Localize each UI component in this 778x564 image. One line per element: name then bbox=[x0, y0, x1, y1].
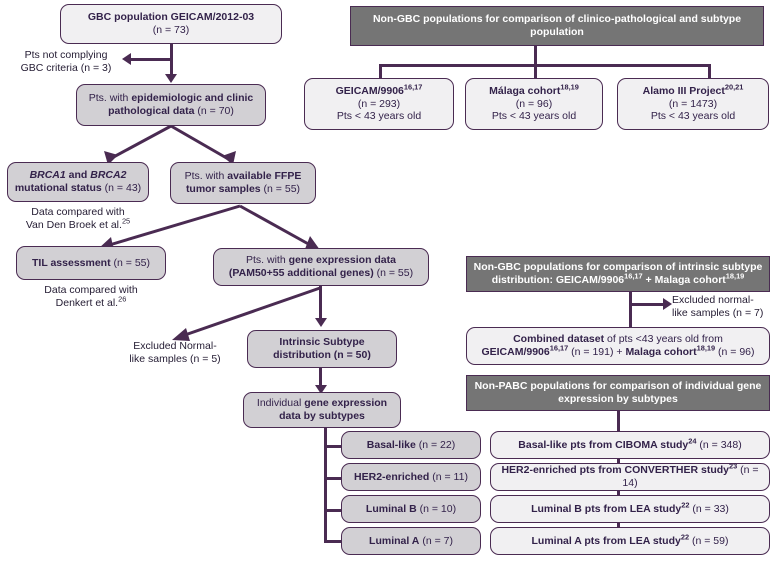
study-text-1: HER2-enriched pts from CONVERTHER study bbox=[501, 464, 729, 477]
cohort-name-2: Alamo III Project bbox=[642, 84, 725, 97]
box-cohort-geicam9906: GEICAM/990616,17 (n = 293) Pts < 43 year… bbox=[304, 78, 454, 130]
subtype-n-1: (n = 11) bbox=[432, 470, 468, 483]
study-n-1: (n = 14) bbox=[622, 464, 759, 489]
header-non-pabc-text: Non-PABC populations for comparison of i… bbox=[474, 379, 762, 405]
box-gbc-population-text: GBC population GEICAM/2012-03(n = 73) bbox=[87, 11, 255, 36]
box-subtype-her2-enriched: HER2-enriched (n = 11) bbox=[341, 463, 481, 491]
box-combined-dataset: Combined dataset of pts <43 years old fr… bbox=[466, 327, 770, 365]
study-n-0: (n = 348) bbox=[699, 438, 742, 451]
connector-cohorts-horizontal bbox=[379, 64, 710, 67]
study-text-0: Basal-like pts from CIBOMA study bbox=[518, 438, 689, 451]
connector-cohort-geicam bbox=[379, 64, 382, 80]
bracket-stub-her2 bbox=[324, 477, 341, 480]
bracket-subtypes-vertical bbox=[324, 428, 327, 541]
arrowhead-intrinsic-to-individual bbox=[314, 385, 327, 394]
note-excluded-normal-like: Excluded Normal-like samples (n = 5) bbox=[129, 340, 221, 366]
box-gbc-population: GBC population GEICAM/2012-03(n = 73) bbox=[60, 4, 282, 44]
subtype-label-3: Luminal A bbox=[369, 534, 420, 547]
connector-intrinsic-to-individual bbox=[319, 368, 322, 388]
arrowhead-geneexpr-to-intrinsic bbox=[314, 318, 327, 327]
cohort-age-2: Pts < 43 years old bbox=[650, 110, 736, 123]
connector-geneexpr-excluded bbox=[172, 286, 321, 341]
arrowhead-excluded-criteria bbox=[122, 52, 131, 65]
connector-intrinsic-header-down bbox=[629, 292, 632, 328]
note-excluded-normal-like-7: Excluded normal-like samples (n = 7) bbox=[672, 294, 764, 320]
box-gene-expression-data-text: Pts. with gene expression data(PAM50+55 … bbox=[228, 254, 414, 279]
box-subtype-luminal-b: Luminal B (n = 10) bbox=[341, 495, 481, 523]
header-non-gbc-clinicopathological: Non-GBC populations for comparison of cl… bbox=[350, 6, 764, 46]
study-ref-3: 22 bbox=[680, 532, 690, 542]
box-cohort-malaga: Málaga cohort18,19 (n = 96) Pts < 43 yea… bbox=[465, 78, 603, 130]
connector-excluded-criteria bbox=[131, 58, 171, 61]
connector-cohort-malaga bbox=[534, 64, 537, 80]
study-text-2: Luminal B pts from LEA study bbox=[531, 502, 682, 515]
box-study-lea-luminal-b: Luminal B pts from LEA study22 (n = 33) bbox=[490, 495, 770, 523]
box-gene-expression-data: Pts. with gene expression data(PAM50+55 … bbox=[213, 248, 429, 286]
subtype-label-1: HER2-enriched bbox=[354, 470, 430, 483]
box-cohort-alamo-iii: Alamo III Project20,21 (n = 1473) Pts < … bbox=[617, 78, 769, 130]
cohort-age-0: Pts < 43 years old bbox=[336, 110, 422, 123]
cohort-name-0: GEICAM/9906 bbox=[335, 84, 404, 97]
subtype-n-0: (n = 22) bbox=[418, 438, 456, 451]
box-til-assessment-text: TIL assessment (n = 55) bbox=[31, 256, 150, 269]
connector-cohort-alamo bbox=[708, 64, 711, 80]
bracket-stub-basal bbox=[324, 445, 341, 448]
subtype-n-3: (n = 7) bbox=[422, 534, 453, 547]
connector-geneexpr-to-intrinsic bbox=[319, 286, 322, 320]
box-subtype-luminal-a: Luminal A (n = 7) bbox=[341, 527, 481, 555]
cohort-refs-0: 16,17 bbox=[403, 82, 423, 92]
study-n-2: (n = 33) bbox=[692, 502, 729, 515]
study-text-3: Luminal A pts from LEA study bbox=[531, 534, 681, 547]
study-ref-2: 22 bbox=[681, 500, 690, 510]
header-intrinsic-line1: Non-GBC populations for comparison of in… bbox=[473, 260, 763, 273]
bracket-stub-luma bbox=[324, 540, 341, 543]
cohort-n-1: (n = 96) bbox=[515, 97, 553, 110]
connector-clinic-split bbox=[104, 124, 236, 165]
header-non-gbc-intrinsic-subtype: Non-GBC populations for comparison of in… bbox=[466, 256, 770, 292]
cohort-age-1: Pts < 43 years old bbox=[491, 110, 577, 123]
box-study-converther: HER2-enriched pts from CONVERTHER study2… bbox=[490, 463, 770, 491]
box-subtype-basal-like: Basal-like (n = 22) bbox=[341, 431, 481, 459]
cohort-refs-1: 18,19 bbox=[560, 82, 579, 92]
connector-excluded-normal-right bbox=[629, 303, 665, 306]
study-n-3: (n = 59) bbox=[692, 534, 729, 547]
subtype-label-2: Luminal B bbox=[365, 502, 417, 515]
cohort-name-1: Málaga cohort bbox=[489, 84, 561, 97]
study-ref-1: 23 bbox=[728, 461, 738, 471]
header-non-gbc-clinicopathological-text: Non-GBC populations for comparison of cl… bbox=[372, 12, 742, 38]
cohort-n-2: (n = 1473) bbox=[668, 97, 718, 110]
arrowhead-gbc-to-clinic bbox=[165, 74, 177, 83]
cohort-n-0: (n = 293) bbox=[357, 97, 401, 110]
connector-header-to-cohorts-stem bbox=[534, 46, 537, 66]
box-study-lea-luminal-a: Luminal A pts from LEA study22 (n = 59) bbox=[490, 527, 770, 555]
box-study-ciboma: Basal-like pts from CIBOMA study24 (n = … bbox=[490, 431, 770, 459]
connector-gbc-to-clinic bbox=[169, 44, 173, 76]
box-til-assessment: TIL assessment (n = 55) bbox=[16, 246, 166, 280]
subtype-label-0: Basal-like bbox=[366, 438, 416, 451]
arrowhead-excluded-normal-right bbox=[663, 298, 672, 310]
subtype-n-2: (n = 10) bbox=[419, 502, 457, 515]
bracket-stub-lumb bbox=[324, 509, 341, 512]
header-non-pabc-individual-gene: Non-PABC populations for comparison of i… bbox=[466, 375, 770, 411]
cohort-refs-2: 20,21 bbox=[724, 82, 744, 92]
study-ref-0: 24 bbox=[688, 436, 697, 446]
